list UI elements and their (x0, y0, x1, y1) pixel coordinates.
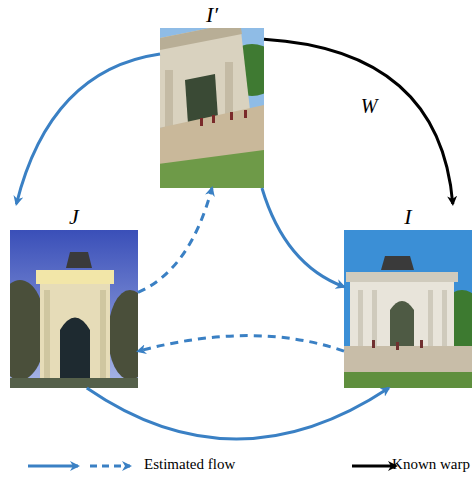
image-label: I′ (160, 2, 264, 28)
image-label: I (344, 204, 472, 230)
image-node: J (10, 204, 138, 388)
image-label: J (10, 204, 138, 230)
flow-arrow (87, 388, 389, 439)
legend-text: Known warp (392, 456, 470, 473)
photo-i-prime (160, 28, 264, 188)
dashed-flow-arrow (138, 188, 212, 292)
flow-arrow (262, 188, 344, 287)
legend-entry: Known warp (386, 456, 470, 473)
photo-j (10, 230, 138, 388)
warp-arrow (264, 39, 453, 204)
image-node: I (344, 204, 472, 388)
legend-entry: Estimated flow (138, 456, 235, 473)
dashed-flow-arrow (138, 336, 344, 352)
flow-arrow (16, 54, 160, 204)
legend-text: Estimated flow (144, 456, 235, 473)
photo-i (344, 230, 472, 388)
image-node: I′ (160, 2, 264, 188)
edge-label: W (358, 95, 381, 117)
